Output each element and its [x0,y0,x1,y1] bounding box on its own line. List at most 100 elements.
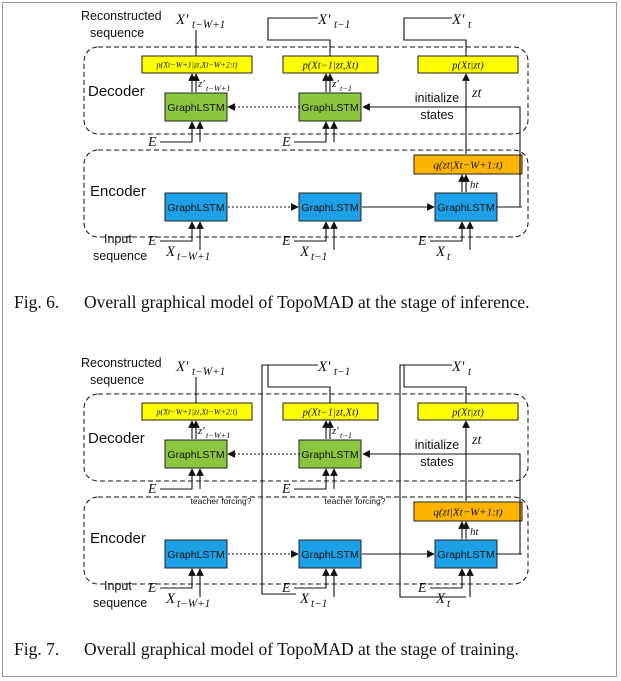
encoder-cell-label: GraphLSTM [301,202,358,214]
e-input-label: E [417,234,427,249]
input-label: Input [104,232,132,246]
z-label-0-main: z' [197,78,205,90]
x-output-label-0-sub: t−W+1 [192,366,225,378]
zt-label: zt [471,433,482,448]
decoder-cell-label: GraphLSTM [301,102,358,114]
prior-box-0-label: p(Xt−W+1|zt,Xt−W+2:t) [156,60,238,69]
encoder-cell-label: GraphLSTM [167,549,224,561]
h-label: ht [470,526,480,538]
reconstructed-label: Reconstructed [81,9,162,23]
x-output-label-2-main: X' [451,359,465,375]
prior-box-0 [141,402,253,421]
z-label-0-sub: t−W+1 [206,431,230,440]
e-encoder-arrow [294,221,330,242]
e-input-label: E [281,581,291,596]
posterior-box [413,501,523,522]
encoder-label: Encoder [90,530,146,547]
reconstructed-label: Reconstructed [81,356,162,370]
e-encoder-arrow [160,568,196,589]
x-input-label-2-sub: t [447,598,451,610]
x-output-label-2: X't [451,359,472,378]
x-input-label-0-main: X [165,591,176,607]
encoder-cell-0 [164,192,228,222]
caption-training: Fig. 7. Overall graphical model of TopoMA… [14,639,519,660]
decoder-cell-label: GraphLSTM [301,449,358,461]
x-input-label-2-main: X [435,591,446,607]
x-output-label-2-main: X' [451,12,465,28]
x-output-label-0-sub: t−W+1 [192,19,225,31]
output-line [403,364,467,403]
e-input-label: E [147,581,157,596]
initialize-label: initialize [415,438,460,452]
x-output-label-0: X't−W+1 [175,359,225,378]
init-states-path [380,106,522,208]
x-input-label-2-sub: t [447,251,451,263]
decoder-label: Decoder [88,83,145,100]
x-input-label-0-main: X [165,244,176,260]
caption-number: Fig. 7. [14,639,60,659]
e-encoder-arrow [294,568,330,589]
e-input-label: E [417,581,427,596]
reconstructed-label-2: sequence [90,373,144,387]
prior-box-2 [417,55,519,74]
input-label: Input [104,579,132,593]
prior-box-1-label: p(Xt−1|zt,Xt) [302,60,359,71]
input-label-2: sequence [93,249,147,263]
x-output-label-1-sub: t−1 [334,19,350,31]
encoder-cell-label: GraphLSTM [167,202,224,214]
e-decoder-arrow [294,468,330,490]
teacher-forcing-label: teacher forcing? [191,496,252,506]
decoder-label: Decoder [88,430,145,447]
e-label: E [281,135,291,150]
z-label-0: z't−W+1 [197,425,230,440]
e-decoder-arrow [160,121,196,143]
e-encoder-arrow [160,221,196,242]
decoder-region [83,46,529,135]
z-label-1-main: z' [331,78,339,90]
decoder-cell-0 [164,92,228,122]
encoder-cell-label: GraphLSTM [437,549,494,561]
x-input-label-2-main: X [435,244,446,260]
initialize-label: initialize [415,91,460,105]
prior-box-1-label: p(Xt−1|zt,Xt) [302,407,359,418]
x-input-label-0-sub: t−W+1 [177,251,210,263]
prior-box-2 [417,402,519,421]
prior-box-2-label: p(Xt|zt) [451,407,484,418]
x-input-label-1-sub: t−1 [311,251,327,263]
e-decoder-arrow [160,468,196,490]
x-output-label-0: X't−W+1 [175,12,225,31]
caption-text: Overall graphical model of TopoMAD at th… [84,639,519,659]
x-input-label-1-main: X [299,244,310,260]
decoder-cell-label: GraphLSTM [167,102,224,114]
x-input-label-0-sub: t−W+1 [177,598,210,610]
posterior-box-label: q(zt|Xt−W+1:t) [433,506,503,518]
x-output-label-1-main: X' [317,359,331,375]
decoder-cell-label: GraphLSTM [167,449,224,461]
e-label: E [281,482,291,497]
x-output-label-2-sub: t [468,19,472,31]
prior-box-2-label: p(Xt|zt) [451,60,484,71]
decoder-cell-1 [298,439,362,469]
prior-box-0-label: p(Xt−W+1|zt,Xt−W+2:t) [156,407,238,416]
decoder-cell-0 [164,439,228,469]
teacher-forcing-label: teacher forcing? [325,496,386,506]
posterior-box [413,154,523,175]
encoder-cell-2 [434,539,498,569]
encoder-label: Encoder [90,183,146,200]
z-label-1-main: z' [331,425,339,437]
feedback-loop [261,364,296,595]
encoder-region [83,149,529,238]
caption-number: Fig. 6. [14,292,60,312]
e-encoder-arrow [430,221,466,242]
e-label: E [147,482,157,497]
feedback-loop-t [399,364,466,598]
x-output-label-2: X't [451,12,472,31]
output-line [403,17,467,56]
